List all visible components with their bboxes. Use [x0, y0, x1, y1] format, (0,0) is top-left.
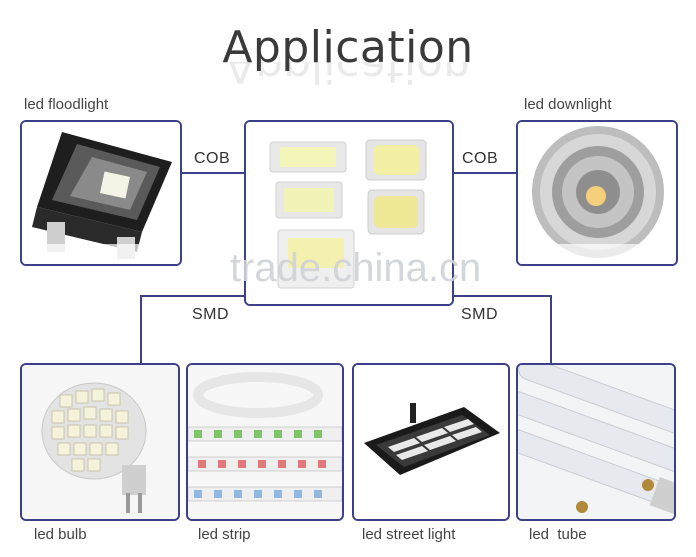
street-light-image — [352, 363, 510, 521]
label-street-light: led street light — [362, 526, 456, 543]
cob-right-label: COB — [462, 150, 499, 167]
connector-smd-left-v — [140, 295, 142, 365]
street-light-icon — [354, 365, 508, 519]
tube-image — [516, 363, 676, 521]
connector-cob-left — [180, 172, 246, 174]
connector-cob-right — [452, 172, 518, 174]
connector-smd-right-h — [452, 295, 552, 297]
smd-right-label: SMD — [461, 306, 499, 323]
strip-image — [186, 363, 344, 521]
downlight-image — [516, 120, 678, 266]
bulb-image — [20, 363, 180, 521]
chip-image — [244, 120, 454, 306]
label-strip: led strip — [198, 526, 251, 543]
label-bulb: led bulb — [34, 526, 87, 543]
bulb-icon — [22, 365, 178, 519]
cob-left-label: COB — [194, 150, 231, 167]
floodlight-image — [20, 120, 182, 266]
floodlight-icon — [22, 122, 180, 264]
watermark: trade.china.cn — [230, 246, 482, 290]
led-chip-icon — [246, 122, 452, 304]
tube-icon — [518, 365, 674, 519]
strip-icon — [188, 365, 342, 519]
label-floodlight: led floodlight — [24, 96, 109, 113]
connector-smd-left-h — [140, 295, 246, 297]
page-title: Application — [222, 22, 474, 73]
downlight-icon — [518, 122, 676, 264]
label-tube: led tube — [529, 526, 587, 543]
label-downlight: led downlight — [524, 96, 612, 113]
smd-left-label: SMD — [192, 306, 230, 323]
connector-smd-right-v — [550, 295, 552, 365]
title-reflection: Application — [225, 62, 471, 92]
